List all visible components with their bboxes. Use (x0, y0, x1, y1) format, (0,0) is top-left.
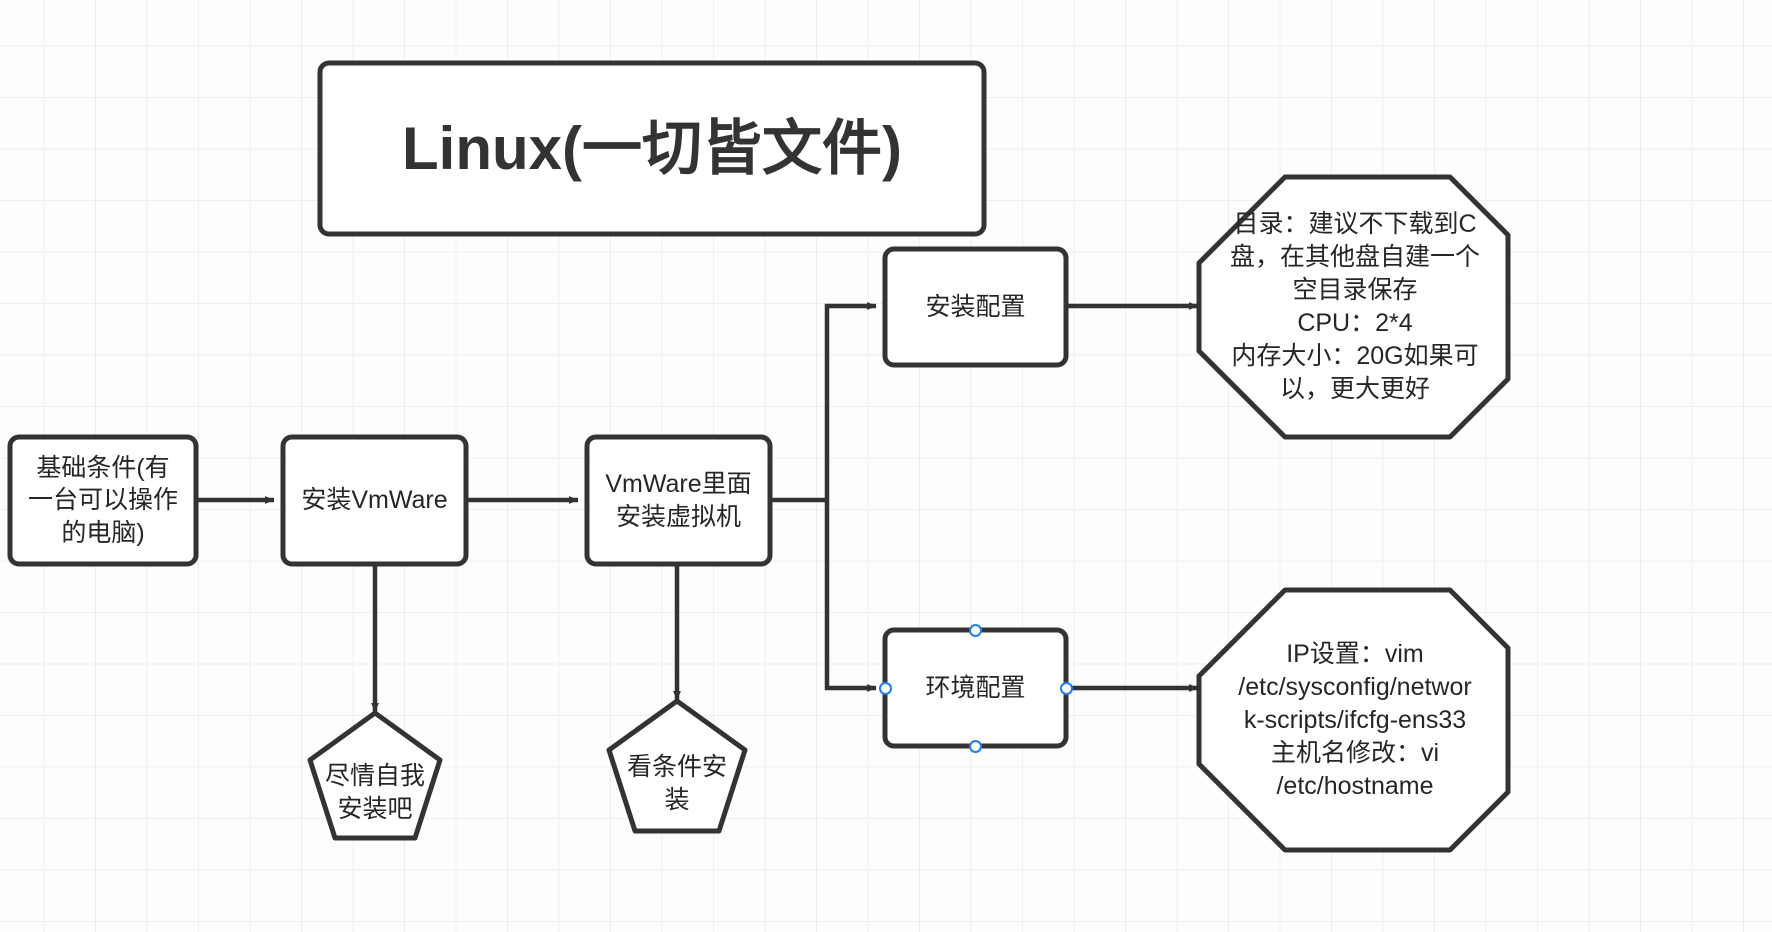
selection-handle-bottom[interactable] (969, 739, 982, 753)
node-base-shape[interactable] (7, 434, 199, 567)
node-oct-env-shape[interactable] (1196, 587, 1511, 853)
selection-handle-left[interactable] (878, 681, 892, 695)
node-pentagon-self-shape[interactable] (307, 710, 443, 841)
node-install-vm-shape[interactable] (584, 434, 773, 567)
edge-branch-to-env-config (824, 500, 877, 692)
node-title-shape[interactable] (317, 60, 987, 237)
node-oct-install-shape[interactable] (1196, 174, 1511, 440)
node-pentagon-cond-shape[interactable] (606, 698, 748, 834)
node-install-vmware-shape[interactable] (280, 434, 469, 567)
node-env-config-shape[interactable] (882, 627, 1069, 749)
node-install-config-shape[interactable] (882, 246, 1069, 368)
selection-handle-right[interactable] (1059, 681, 1073, 695)
edge-branch-to-install-config (824, 302, 877, 500)
selection-handle-top[interactable] (969, 623, 982, 637)
